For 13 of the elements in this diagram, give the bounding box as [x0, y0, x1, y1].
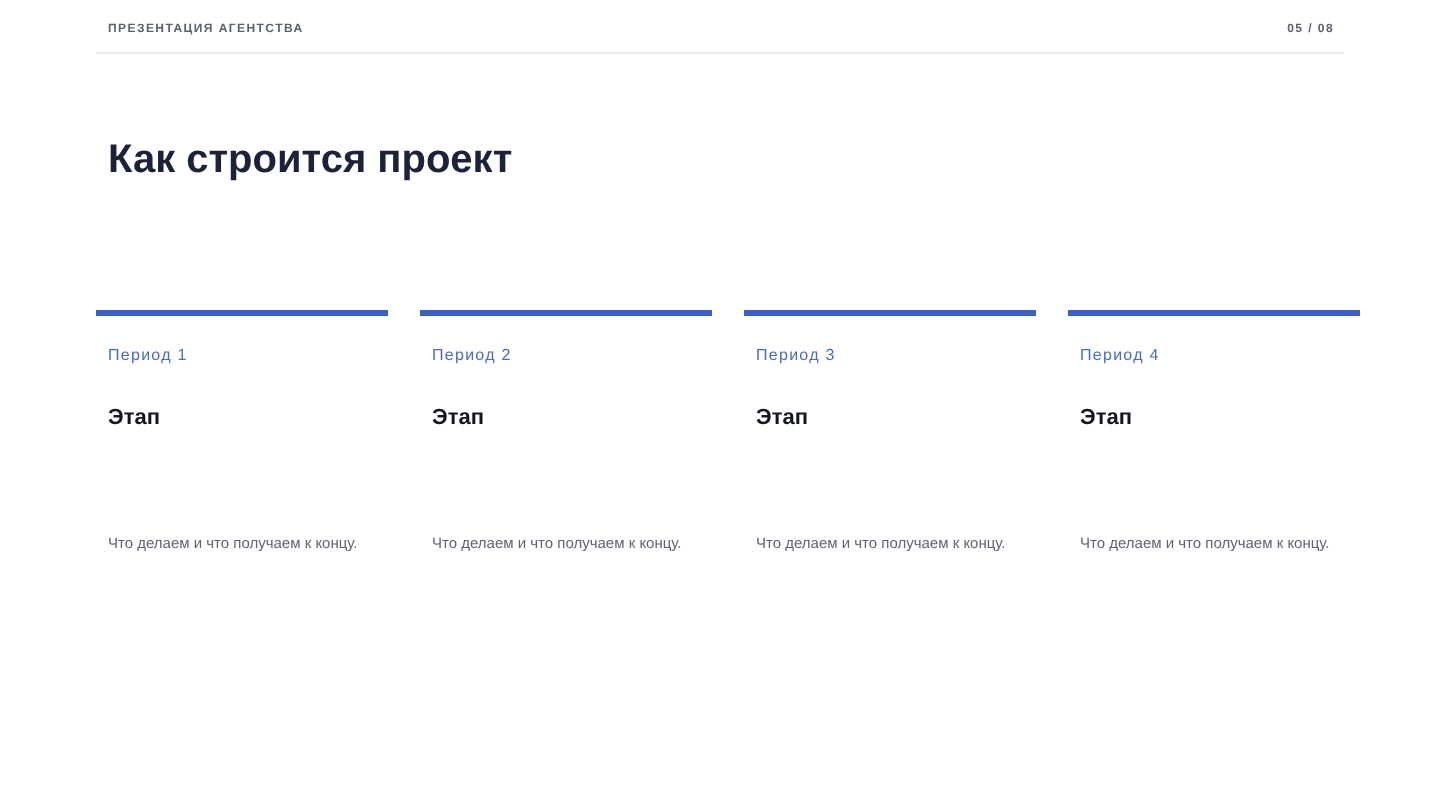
slide-title: Как строится проект	[108, 136, 513, 186]
period-label: Период 2	[432, 346, 512, 366]
period-label: Период 4	[1080, 346, 1160, 366]
stage-title: Этап	[108, 404, 160, 432]
period-label: Период 1	[108, 346, 188, 366]
period-label: Период 3	[756, 346, 836, 366]
stage-card	[744, 310, 1036, 554]
stage-title: Этап	[756, 404, 808, 432]
stage-card	[96, 310, 388, 554]
stage-card	[1068, 310, 1360, 554]
stage-card	[420, 310, 712, 554]
stage-title: Этап	[1080, 404, 1132, 432]
stage-title: Этап	[432, 404, 484, 432]
